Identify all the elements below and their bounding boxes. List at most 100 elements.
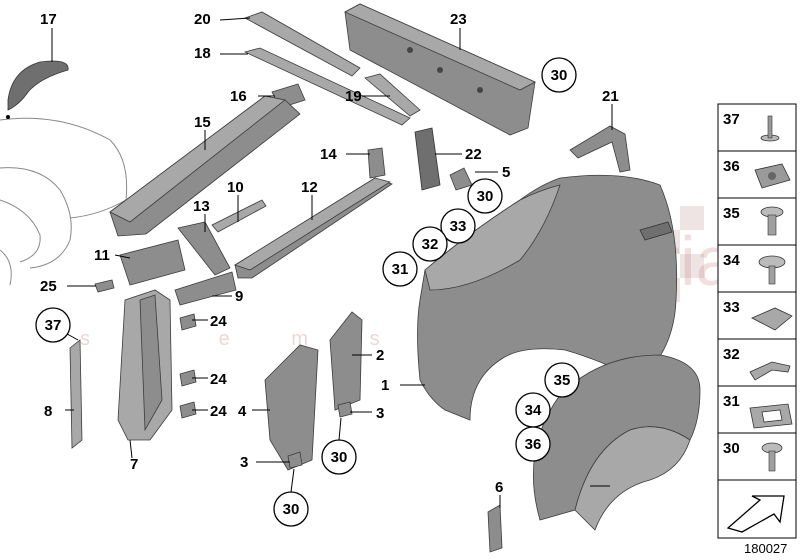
callout-2: 2	[376, 347, 384, 364]
legend-cell-35	[717, 197, 797, 246]
legend-number-32: 32	[723, 346, 740, 363]
circle-30-mid	[467, 178, 503, 214]
callout-24-a: 24	[210, 313, 227, 330]
circle-30-bottom-label: 30	[283, 501, 300, 518]
callout-25: 25	[40, 278, 57, 295]
callout-18: 18	[194, 45, 211, 62]
legend-number-31: 31	[723, 393, 740, 410]
circle-30-top	[541, 57, 577, 93]
part-26-wheel-arch-liner	[532, 354, 701, 531]
callout-24-b: 24	[210, 371, 227, 388]
callout-24-c: 24	[210, 403, 227, 420]
part-5-clip	[449, 167, 473, 191]
legend-number-34: 34	[723, 252, 740, 269]
callout-10: 10	[227, 179, 244, 196]
circle-35	[544, 362, 580, 398]
part-6-bracket	[487, 504, 503, 553]
circle-35-label: 35	[554, 372, 571, 389]
flange-screw-icon	[758, 255, 786, 285]
screw-icon	[760, 206, 784, 236]
part-23-crossmember	[344, 3, 536, 136]
clip-nut-icon	[754, 163, 791, 189]
circle-33-label: 33	[450, 218, 467, 235]
car-outline	[0, 117, 128, 286]
legend-cell-34	[717, 244, 797, 293]
circle-37-label: 37	[45, 317, 62, 334]
part-18-strip	[243, 47, 411, 126]
callout-11: 11	[94, 247, 110, 264]
part-24-bracket-c	[179, 401, 197, 419]
callout-labels: 17 20 18 23 16 19 21 15 14 22 5 10 12 13…	[40, 11, 619, 496]
circle-33	[440, 208, 476, 244]
part-12-rail	[234, 177, 393, 279]
part-24-bracket-b	[179, 369, 197, 387]
part-13-bracket	[177, 221, 231, 276]
part-4-panel	[264, 344, 319, 471]
callout-1: 1	[381, 377, 389, 394]
part-17-trim-ring	[6, 60, 69, 119]
circle-34-label: 34	[525, 402, 542, 419]
callout-7: 7	[130, 456, 138, 473]
callout-5: 5	[502, 164, 510, 181]
callout-17: 17	[40, 11, 57, 28]
leader-lines	[51, 17, 613, 508]
legend-number-36: 36	[723, 158, 740, 175]
callout-3-b: 3	[240, 454, 248, 471]
callout-4: 4	[238, 403, 247, 420]
circle-30-mid-label: 30	[477, 188, 494, 205]
circle-31	[382, 251, 418, 287]
circle-30-top-label: 30	[551, 67, 568, 84]
callout-20: 20	[194, 11, 211, 28]
circle-37	[35, 307, 71, 343]
part-7-pillar	[117, 289, 173, 441]
part-21-bracket	[569, 125, 631, 173]
direction-arrow-icon	[726, 495, 785, 533]
part-22-panel	[414, 127, 441, 191]
part-10-strip	[211, 199, 267, 233]
part-3-clip-a	[337, 401, 353, 418]
callout-3-a: 3	[376, 405, 384, 422]
fastener-legend: 37 36 35 34 33 32 31	[717, 103, 797, 539]
part-25-clip	[94, 279, 115, 293]
part-3-clip-b	[287, 451, 303, 469]
callout-6: 6	[495, 479, 503, 496]
callout-21: 21	[602, 88, 619, 105]
callout-23: 23	[450, 11, 467, 28]
legend-number-35: 35	[723, 205, 740, 222]
part-8-strip	[69, 339, 83, 449]
diagram-id: 180027	[744, 541, 787, 556]
part-19-bracket	[364, 73, 421, 117]
part-20-strip	[244, 11, 361, 77]
bracket-clip-icon	[751, 307, 793, 331]
circle-36	[515, 426, 551, 462]
legend-number-30: 30	[723, 440, 740, 457]
legend-number-33: 33	[723, 299, 740, 316]
callout-14: 14	[320, 146, 337, 163]
circle-32-label: 32	[422, 236, 439, 253]
part-11-panel	[119, 239, 186, 286]
bent-clip-icon	[749, 361, 791, 381]
callout-9: 9	[235, 288, 243, 305]
circle-30-lower-label: 30	[331, 449, 348, 466]
callout-12: 12	[301, 179, 318, 196]
part-9-bracket	[174, 271, 237, 306]
circle-32	[412, 226, 448, 262]
part-24-bracket-a	[179, 313, 197, 331]
part-2-bracket	[329, 311, 363, 411]
callout-16: 16	[230, 88, 247, 105]
callout-22: 22	[465, 146, 482, 163]
legend-number-37: 37	[723, 111, 740, 128]
callout-19: 19	[345, 88, 362, 105]
callout-15: 15	[194, 114, 211, 131]
circled-callouts: 30 30 33 32 31 37 35 34 36 30 30	[35, 57, 580, 527]
rivet-icon	[760, 115, 780, 142]
part-14-bracket	[367, 147, 386, 179]
circle-36-label: 36	[525, 436, 542, 453]
circle-31-label: 31	[392, 261, 409, 278]
u-clip-icon	[749, 403, 793, 429]
callout-13: 13	[193, 198, 210, 215]
legend-cell-37	[717, 103, 797, 152]
callout-8: 8	[44, 403, 52, 420]
torx-screw-icon	[761, 442, 783, 472]
